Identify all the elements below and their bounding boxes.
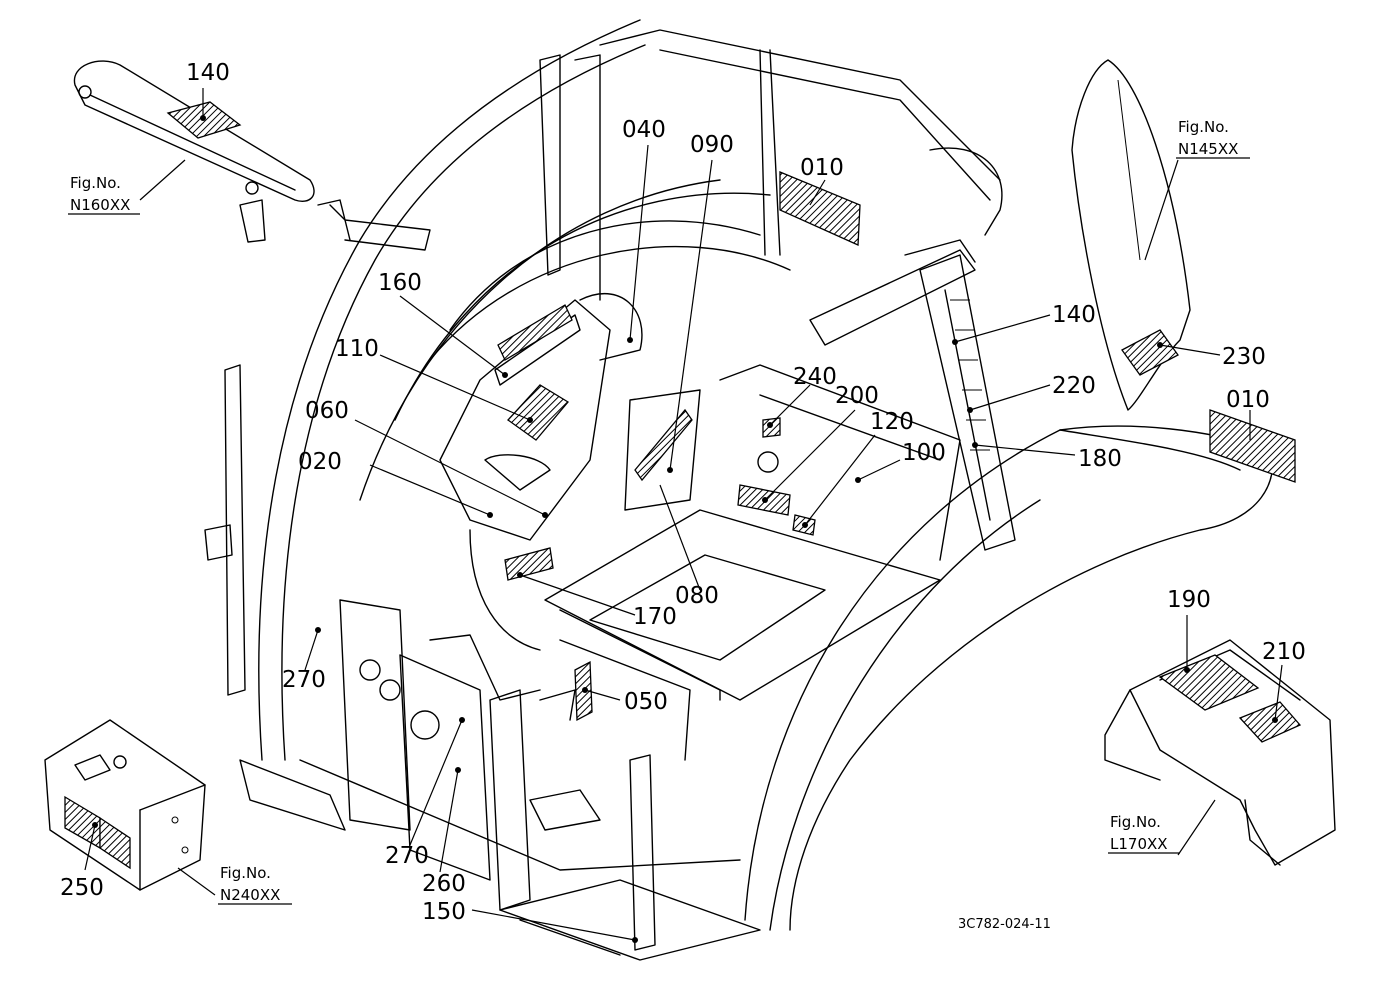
callout-010-right: 010	[1226, 387, 1270, 413]
drawing-id: 3C782-024-11	[958, 917, 1051, 932]
figref-n145-code: N145XX	[1178, 140, 1238, 158]
callout-200: 200	[835, 383, 879, 409]
callout-150: 150	[422, 899, 466, 925]
decal-110	[507, 384, 569, 441]
decal-250b	[99, 816, 131, 870]
callout-160: 160	[378, 270, 422, 296]
callout-250: 250	[60, 875, 104, 901]
callout-numbers: 140 040 090 010 160 140 110 230 240 220 …	[60, 60, 1306, 925]
decal-010-right	[1209, 409, 1296, 483]
callout-050: 050	[624, 689, 668, 715]
callout-180: 180	[1078, 446, 1122, 472]
cover-n240-drawing	[44, 719, 206, 891]
side-window-drawing	[1071, 59, 1191, 411]
callout-220: 220	[1052, 373, 1096, 399]
figref-l170-prefix: Fig.No.	[1110, 813, 1161, 831]
figref-l170: Fig.No. L170XX	[1108, 813, 1180, 854]
sun-visor-drawing	[73, 60, 315, 243]
figref-n160: Fig.No. N160XX	[68, 174, 140, 215]
callout-080: 080	[675, 583, 719, 609]
decals	[64, 101, 1302, 870]
figref-l170-code: L170XX	[1110, 835, 1168, 853]
callout-020: 020	[298, 449, 342, 475]
callout-090: 090	[690, 132, 734, 158]
callout-190: 190	[1167, 587, 1211, 613]
decal-160	[497, 304, 573, 361]
callout-110: 110	[335, 336, 379, 362]
decal-190	[1158, 654, 1260, 711]
callout-240: 240	[793, 364, 837, 390]
figref-n240-prefix: Fig.No.	[220, 864, 271, 882]
leader-lines	[84, 88, 1283, 943]
figref-n145-prefix: Fig.No.	[1178, 118, 1229, 136]
figref-n240-code: N240XX	[220, 886, 280, 904]
callout-130: 140	[186, 60, 230, 86]
figref-n145: Fig.No. N145XX	[1176, 118, 1250, 159]
decal-210	[1238, 701, 1302, 743]
decal-090	[634, 408, 693, 482]
figref-n240: Fig.No. N240XX	[218, 864, 292, 905]
callout-100: 100	[902, 440, 946, 466]
callout-170: 170	[633, 604, 677, 630]
cover-l170-drawing	[1104, 639, 1336, 866]
decal-010-upper	[779, 171, 861, 246]
callout-010-upper: 010	[800, 155, 844, 181]
callout-060: 060	[305, 398, 349, 424]
figure-references: Fig.No. N160XX Fig.No. N145XX Fig.No. N2…	[68, 118, 1250, 905]
callout-270-lower: 270	[385, 843, 429, 869]
callout-140: 140	[1052, 302, 1096, 328]
callout-230: 230	[1222, 344, 1266, 370]
callout-260: 260	[422, 871, 466, 897]
figref-n160-code: N160XX	[70, 196, 130, 214]
cab-frame-drawing	[204, 19, 1274, 961]
callout-040: 040	[622, 117, 666, 143]
callout-120: 120	[870, 409, 914, 435]
callout-270-upper: 270	[282, 667, 326, 693]
decal-170	[504, 547, 554, 581]
callout-210: 210	[1262, 639, 1306, 665]
decal-230	[1121, 329, 1179, 376]
figref-n160-prefix: Fig.No.	[70, 174, 121, 192]
